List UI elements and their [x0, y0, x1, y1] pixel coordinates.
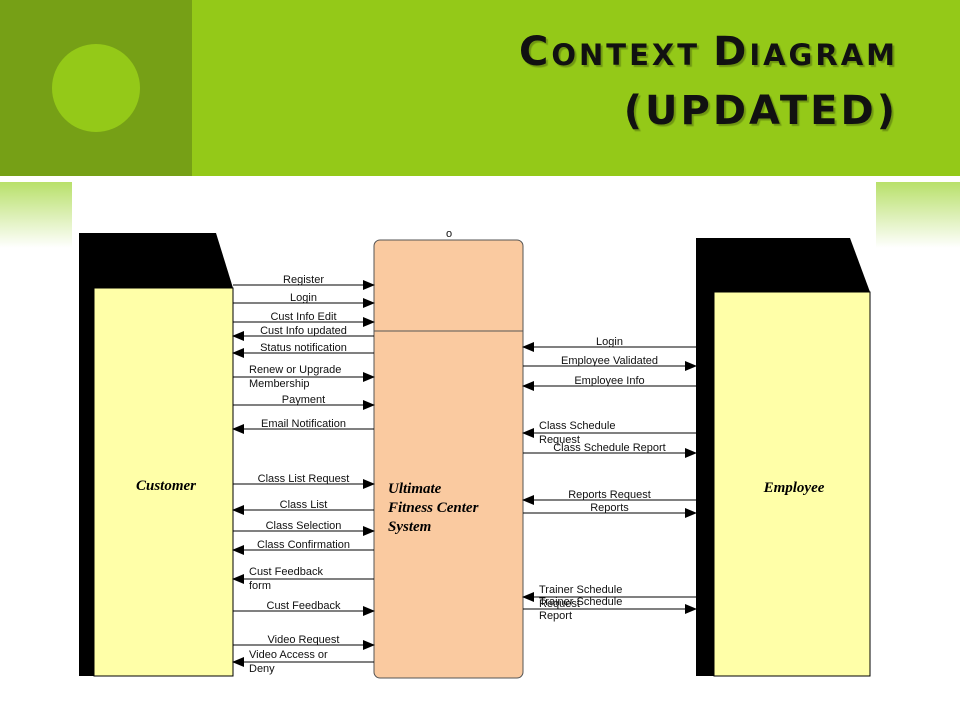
customer-box-face	[93, 287, 234, 677]
customer-flow-label: Video Access or	[249, 649, 328, 661]
customer-flow-label: Video Request	[268, 634, 340, 646]
customer-flow-label: Register	[283, 274, 324, 286]
employee-flow-label: Trainer Schedule	[539, 584, 622, 596]
left-gradient-strip	[0, 182, 72, 248]
customer-label: Customer	[136, 478, 196, 494]
process-label-line2: Fitness Center	[387, 500, 479, 516]
process-box	[373, 239, 524, 679]
customer-flow-label: Deny	[249, 663, 275, 675]
employee-label: Employee	[763, 480, 825, 496]
circle-icon	[52, 44, 140, 132]
employee-box-face	[713, 291, 871, 677]
customer-entity: Customer	[79, 233, 234, 677]
title-updated: (UPDATED)	[623, 88, 898, 134]
employee-flow-label: Class Schedule	[539, 420, 615, 432]
employee-flow-label: Employee Validated	[561, 355, 658, 367]
employee-flow-label: Employee Info	[574, 375, 644, 387]
customer-flow-label: Cust Info updated	[260, 325, 347, 337]
employee-entity: Employee	[696, 238, 871, 677]
employee-flow-label: Trainer Schedule	[539, 596, 622, 608]
customer-flow-label: Cust Feedback	[249, 566, 323, 578]
customer-box-side	[79, 233, 94, 676]
employee-flow-label: Login	[596, 336, 623, 348]
customer-flow-label: Class List Request	[258, 473, 350, 485]
customer-box-top	[79, 233, 233, 288]
employee-flow-label: Report	[539, 610, 572, 622]
process-marker: o	[446, 228, 452, 240]
employee-flow-label: Reports Request	[568, 489, 651, 501]
customer-flow-label: Status notification	[260, 342, 347, 354]
customer-flow-label: Cust Feedback	[267, 600, 341, 612]
customer-flow-label: Class List	[280, 499, 328, 511]
right-gradient-strip	[876, 182, 960, 248]
customer-flow-label: Class Selection	[266, 520, 342, 532]
employee-flow-label: Reports	[590, 502, 629, 514]
customer-flow-label: form	[249, 580, 271, 592]
customer-flow-label: Login	[290, 292, 317, 304]
customer-flow-label: Email Notification	[261, 418, 346, 430]
customer-flow-label: Payment	[282, 394, 325, 406]
process-label-line1: Ultimate	[388, 481, 442, 497]
employee-flow-label: Class Schedule Report	[553, 442, 666, 454]
page-title: CONTEXT DIAGRAM (UPDATED)	[519, 29, 898, 134]
process-node: o Ultimate Fitness Center System	[373, 228, 524, 679]
customer-flow-label: Cust Info Edit	[270, 311, 336, 323]
customer-flow-label: Renew or Upgrade	[249, 364, 341, 376]
header-light-panel	[192, 0, 960, 176]
employee-box-top	[696, 238, 870, 292]
employee-box-side	[696, 238, 714, 676]
employee-flow-label: Request	[539, 434, 580, 446]
customer-flow-label: Membership	[249, 378, 310, 390]
process-label-line3: System	[388, 519, 431, 535]
customer-flow-label: Class Confirmation	[257, 539, 350, 551]
employee-flow-label: Request	[539, 598, 580, 610]
